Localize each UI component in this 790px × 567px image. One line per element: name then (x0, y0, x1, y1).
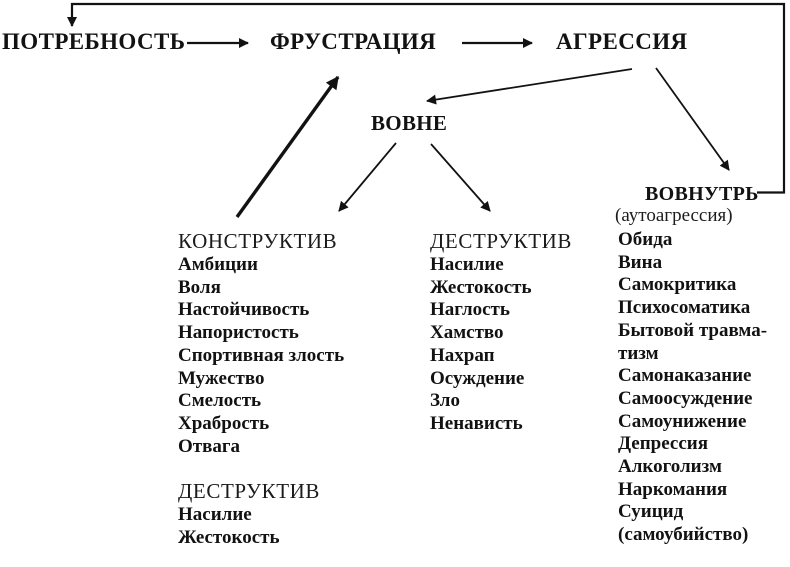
list-item: Насилие (430, 254, 504, 275)
list-item: Настойчивость (178, 299, 310, 321)
arrow-feedback-inward-to-need (67, 2, 786, 194)
list-item: Смелость (178, 390, 262, 412)
list-item: Воля (178, 276, 221, 298)
list-item: Спортивная злость (178, 344, 345, 366)
list-item: Ненависть (430, 412, 523, 434)
arrow-aggression-to-inward (655, 67, 730, 171)
constructive-destructive-header: ДЕСТРУКТИВ (178, 479, 321, 503)
arrow-outward-to-destructive (430, 143, 491, 212)
list-item: Жестокость (178, 526, 280, 548)
list-item: Напористость (178, 322, 299, 344)
destructive-header: ДЕСТРУКТИВ (430, 229, 573, 253)
list-item: Психосоматика (618, 297, 751, 319)
list-item: Депрессия (618, 433, 709, 455)
node-need: ПОТРЕБНОСТЬ (2, 29, 186, 54)
list-item: (самоубийство) (618, 524, 749, 546)
list-item: Самоосуждение (618, 387, 753, 409)
arrow-outward-to-constructive (338, 142, 397, 212)
list-item: тизм (618, 342, 659, 364)
constructive-header: КОНСТРУКТИВ (178, 229, 338, 253)
list-item: Жестокость (430, 276, 532, 298)
node-aggression: АГРЕССИЯ (556, 29, 688, 54)
list-item: Алкоголизм (618, 456, 722, 478)
list-item: Самоунижение (618, 410, 747, 432)
list-item: Самокритика (618, 274, 737, 296)
node-inward: ВОВНУТРЬ (645, 183, 759, 205)
node-frustration: ФРУСТРАЦИЯ (270, 29, 437, 54)
node-outward: ВОВНЕ (371, 111, 448, 135)
list-item: Наглость (430, 299, 510, 321)
list-item: Насилие (178, 504, 252, 525)
list-item: Обида (618, 229, 673, 250)
list-item: Суицид (618, 501, 684, 523)
list-item: Самонаказание (618, 365, 752, 387)
list-item: Нахрап (430, 344, 495, 366)
list-item: Амбиции (178, 254, 258, 275)
inward-note: (аутоагрессия) (615, 205, 733, 226)
list-item: Храбрость (178, 412, 270, 434)
arrow-constructive-to-frustration (235, 75, 340, 218)
list-item: Осуждение (430, 367, 525, 389)
list-item: Мужество (178, 367, 265, 389)
list-item: Отвага (178, 435, 241, 457)
list-item: Вина (618, 251, 663, 273)
arrow-aggression-to-outward (426, 68, 633, 105)
list-item: Бытовой травма- (618, 319, 768, 341)
list-item: Зло (430, 390, 460, 412)
list-item: Наркомания (618, 478, 728, 500)
list-item: Хамство (430, 322, 504, 344)
